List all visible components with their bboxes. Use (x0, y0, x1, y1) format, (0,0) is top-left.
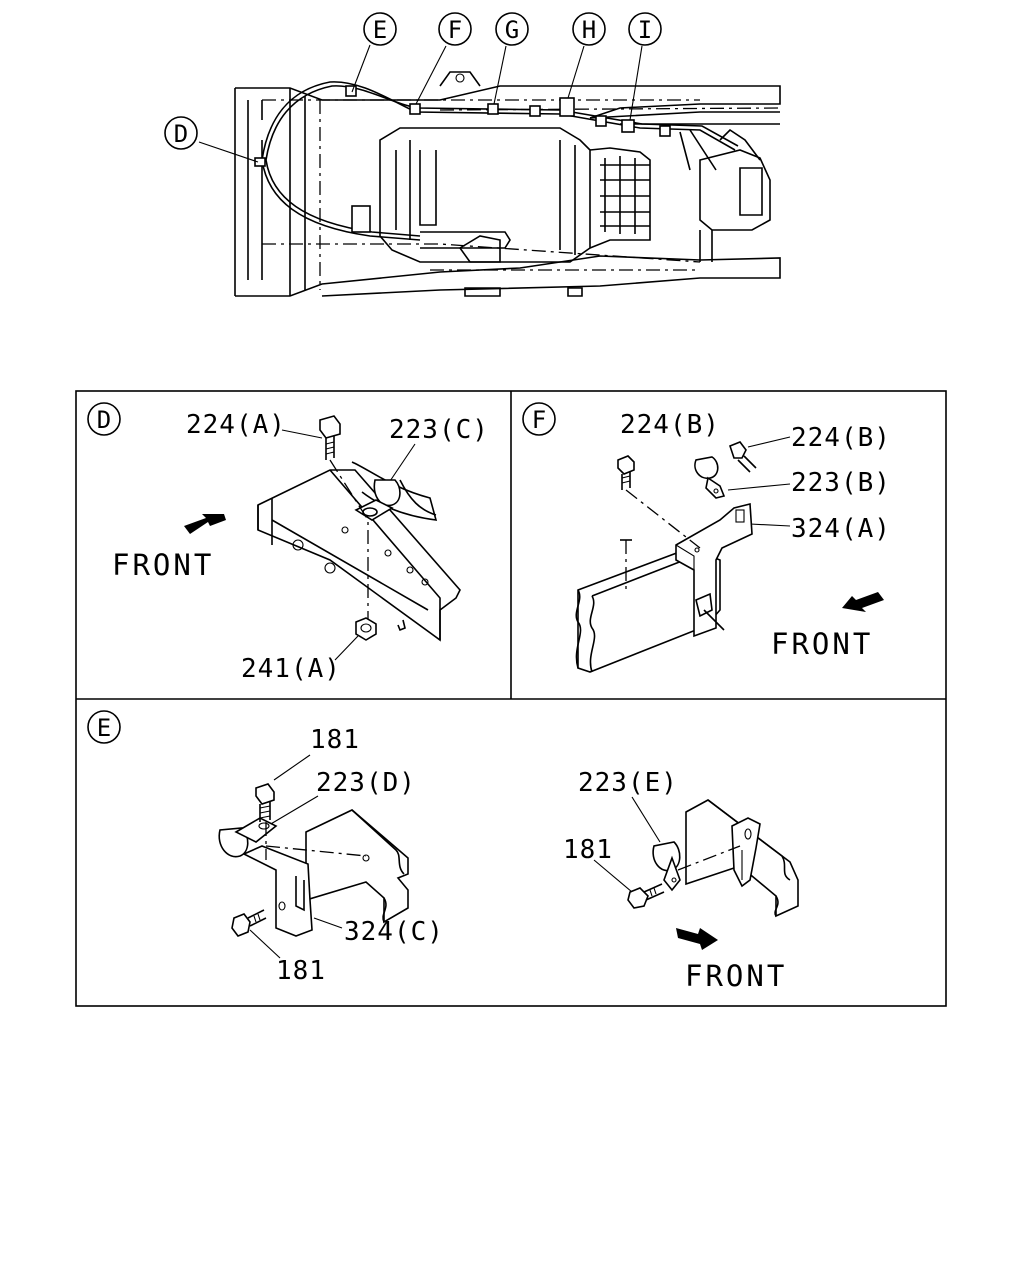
callout-f: F (438, 12, 472, 46)
panel-e-bolt-right-label: 181 (563, 835, 613, 865)
panel-e-clip-e (652, 841, 681, 892)
panel-e-left-bracket (242, 845, 313, 937)
panel-e-bracket-label: 324(C) (344, 917, 444, 947)
panel-f-front-arrow-icon (842, 592, 884, 612)
panel-d-bolt-label: 224(A) (186, 410, 286, 440)
panel-e-letter-circle (87, 710, 121, 744)
panel-e: E 181 223(D) 324(C) 181 223(E) 181 FRONT (87, 710, 799, 993)
panel-d-bolt (319, 415, 341, 460)
svg-text:G: G (505, 16, 519, 44)
panel-e-left-frame-member (265, 809, 409, 924)
callout-h: H (572, 12, 606, 46)
panel-d-front-arrow-icon (184, 514, 226, 534)
panel-e-bolt-top-label: 181 (310, 725, 360, 755)
svg-text:E: E (373, 16, 387, 44)
panel-d-nut-label: 241(A) (241, 654, 341, 684)
svg-text:D: D (174, 120, 188, 148)
callout-g: G (495, 12, 529, 46)
svg-text:I: I (638, 16, 652, 44)
panel-e-letter: E (97, 714, 111, 742)
panel-d-nut (355, 617, 377, 641)
panel-f-clip-label: 223(B) (791, 468, 891, 498)
detail-panel-grid (75, 390, 947, 1007)
panel-d: D 224(A) 223(C) 241(A) FRONT (87, 402, 489, 684)
callout-d: D (164, 116, 198, 150)
panel-f-bolt2-label: 224(B) (791, 423, 891, 453)
panel-f-letter: F (532, 406, 546, 434)
panel-f-bolt-label: 224(B) (620, 410, 720, 440)
panel-e-clip-d-label: 223(D) (316, 768, 416, 798)
panel-f-bracket (675, 502, 753, 638)
panel-f: F 224(B) 224(B) 223(B) 324(A) FRONT (522, 402, 891, 673)
panel-f-clip (694, 456, 726, 499)
panel-f-front-label: FRONT (771, 627, 873, 661)
overview-chassis-drawing (198, 44, 781, 297)
callout-e: E (363, 12, 397, 46)
panel-e-bolt-top (255, 783, 275, 822)
panel-f-bracket-label: 324(A) (791, 514, 891, 544)
panel-d-letter: D (97, 406, 111, 434)
panel-e-front-arrow-icon (676, 928, 718, 950)
panel-e-bolt-bottom-label: 181 (276, 956, 326, 986)
panel-f-bolt-left (617, 455, 635, 490)
panel-e-clip-e-label: 223(E) (578, 768, 678, 798)
panel-e-bolt-right (627, 883, 665, 909)
panel-e-right-bracket (731, 817, 761, 888)
panel-e-front-label: FRONT (685, 959, 787, 993)
panel-f-letter-circle (522, 402, 556, 436)
panel-e-bolt-bottom (231, 909, 267, 937)
panel-d-clip-label: 223(C) (389, 415, 489, 445)
panel-d-front-label: FRONT (112, 548, 214, 582)
panel-f-bolt-right (729, 441, 757, 473)
panel-d-letter-circle (87, 402, 121, 436)
panel-d-frame-member (257, 469, 461, 642)
callout-i: I (628, 12, 662, 46)
svg-text:F: F (448, 16, 462, 44)
svg-text:H: H (582, 16, 596, 44)
